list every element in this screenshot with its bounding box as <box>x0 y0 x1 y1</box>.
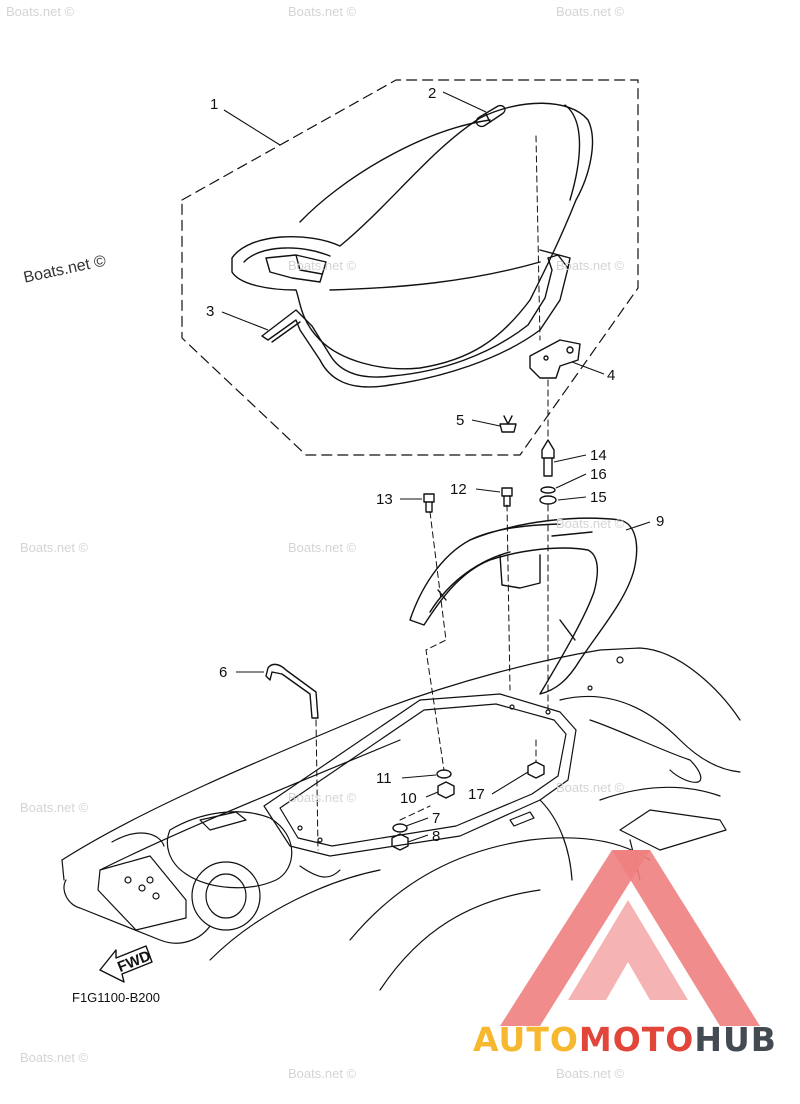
seat-hook-part-14 <box>541 439 555 477</box>
leader-17 <box>491 771 529 795</box>
seat-frame <box>261 249 571 388</box>
automotohub-logo-text: AUTOMOTOHUB <box>473 1020 777 1059</box>
callout-label-6: 6 <box>219 664 227 681</box>
grommet-part-11 <box>436 769 452 779</box>
watermark: Boats.net © <box>288 790 357 805</box>
leader-8 <box>407 834 429 843</box>
callout-label-3: 3 <box>206 303 214 320</box>
leader-15 <box>557 496 587 501</box>
leader-7 <box>405 817 429 827</box>
leader-10 <box>425 791 439 798</box>
watermark: Boats.net © <box>20 800 89 815</box>
callout-label-13: 13 <box>376 491 393 508</box>
watermark: Boats.net © <box>20 1050 89 1065</box>
forward-direction-arrow <box>99 945 153 983</box>
callout-label-8: 8 <box>432 828 440 845</box>
leader-16 <box>555 473 587 489</box>
watermark: Boats.net © <box>288 1066 357 1081</box>
callout-label-9: 9 <box>656 513 664 530</box>
callout-label-2: 2 <box>428 85 436 102</box>
watermark: Boats.net © <box>288 4 357 19</box>
watermark: Boats.net © <box>20 540 89 555</box>
leader-1 <box>223 109 281 146</box>
leader-11 <box>401 774 437 779</box>
callout-label-14: 14 <box>590 447 607 464</box>
leader-12 <box>475 488 501 493</box>
nut-part-17 <box>527 761 545 779</box>
rear-grab-handle <box>409 517 638 695</box>
automotohub-logo-mark <box>500 850 760 1026</box>
callout-label-17: 17 <box>468 786 485 803</box>
screw-part-5 <box>499 415 517 433</box>
logo-text-moto: MOTO <box>578 1020 695 1059</box>
watermark: Boats.net © <box>288 258 357 273</box>
callout-label-10: 10 <box>400 790 417 807</box>
grommet-part-7 <box>392 823 408 833</box>
callout-label-12: 12 <box>450 481 467 498</box>
leader-4 <box>571 361 605 375</box>
seat-handle-knob <box>475 104 506 128</box>
watermark: Boats.net © <box>556 1066 625 1081</box>
callout-label-16: 16 <box>590 466 607 483</box>
assembly-guide-lines <box>315 135 549 851</box>
leader-2 <box>442 91 487 113</box>
watermark: Boats.net © <box>556 780 625 795</box>
seat <box>231 102 594 370</box>
watermark: Boats.net © <box>556 516 625 531</box>
callout-label-15: 15 <box>590 489 607 506</box>
bolt-part-13 <box>423 493 435 513</box>
bolt-part-12 <box>501 487 513 507</box>
fwd-label: FWD <box>115 947 153 976</box>
nut-part-10 <box>437 781 455 799</box>
callout-label-5: 5 <box>456 412 464 429</box>
logo-text-hub: HUB <box>694 1020 777 1059</box>
leader-5 <box>471 419 501 427</box>
diagram-code: F1G1100-B200 <box>72 990 160 1005</box>
washer-part-15 <box>539 495 557 505</box>
leader-14 <box>553 454 587 463</box>
callout-label-7: 7 <box>432 810 440 827</box>
seat-assembly-outline <box>181 79 639 456</box>
watermark: Boats.net © <box>6 4 75 19</box>
leader-3 <box>221 311 269 331</box>
watermark: Boats.net © <box>556 258 625 273</box>
storage-support-rod <box>265 663 319 719</box>
washer-part-16 <box>540 486 556 494</box>
hull-deck <box>61 647 741 991</box>
watermark: Boats.net © <box>556 4 625 19</box>
watermark: Boats.net © <box>288 540 357 555</box>
seat-lock-bracket <box>529 339 581 379</box>
logo-text-auto: AUTO <box>473 1020 579 1059</box>
callout-label-11: 11 <box>376 770 392 787</box>
leader-9 <box>625 521 651 531</box>
callout-label-4: 4 <box>607 367 615 384</box>
callout-label-1: 1 <box>210 96 218 113</box>
